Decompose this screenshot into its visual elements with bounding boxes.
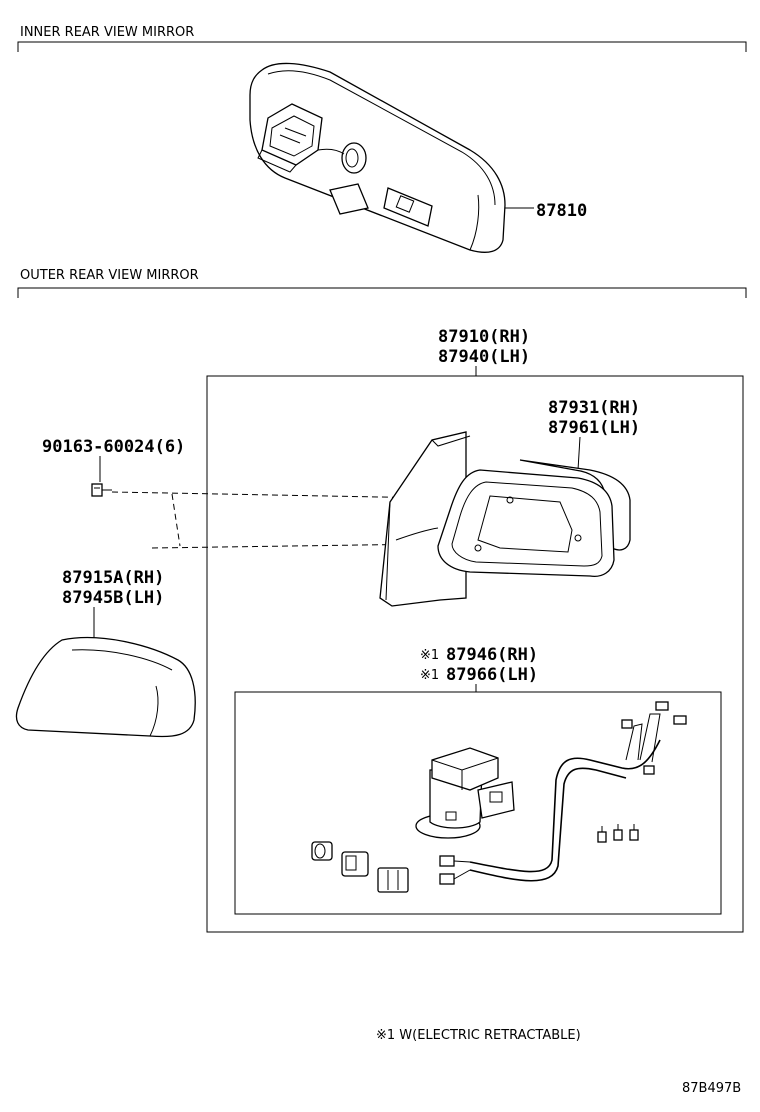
screw-drawing <box>91 483 112 497</box>
retractor-motor-drawing <box>415 747 515 839</box>
label-retractor-rh: 87946(RH) <box>446 645 538 665</box>
label-mirror-sub-lh: 87961(LH) <box>548 418 640 438</box>
inner-mirror-drawing <box>249 62 506 253</box>
label-outer-assy-rh: 87910(RH) <box>438 327 530 347</box>
label-outer-assy-lh: 87940(LH) <box>438 347 530 367</box>
assembly-box <box>206 375 744 933</box>
retractor-screws-drawing <box>597 824 639 843</box>
mirror-cover-drawing <box>15 636 196 738</box>
label-retractor-mark-lh: ※1 <box>420 668 439 683</box>
outer-section-bracket <box>17 287 747 298</box>
label-cover-rh: 87915A(RH) <box>62 568 164 588</box>
outer-section-title: OUTER REAR VIEW MIRROR <box>20 268 199 283</box>
label-retractor-mark-rh: ※1 <box>420 648 439 663</box>
mirror-glass-drawing <box>437 459 631 578</box>
label-retractor-lh: 87966(LH) <box>446 665 538 685</box>
diagram-ref: 87B497B <box>682 1081 741 1096</box>
connector-parts-drawing <box>311 841 409 893</box>
inner-section-bracket <box>17 41 747 52</box>
footnote: ※1 W(ELECTRIC RETRACTABLE) <box>376 1028 581 1043</box>
label-cover-lh: 87945B(LH) <box>62 588 164 608</box>
alignment-lines <box>111 491 433 549</box>
label-mirror-sub-rh: 87931(RH) <box>548 398 640 418</box>
inner-section-title: INNER REAR VIEW MIRROR <box>20 25 194 40</box>
leader-mirror-sub <box>577 436 581 471</box>
label-screw: 90163-60024(6) <box>42 437 185 457</box>
label-inner-mirror: 87810 <box>536 201 587 221</box>
wiring-harness-drawing <box>439 701 687 885</box>
retractor-box <box>234 691 722 915</box>
